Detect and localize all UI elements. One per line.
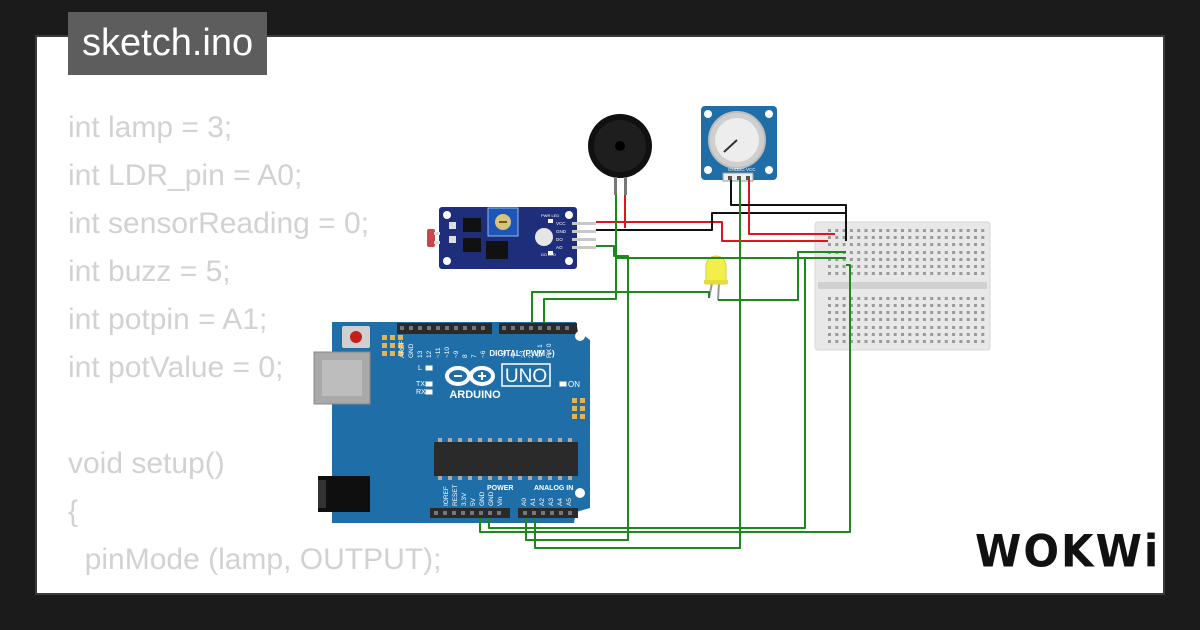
wires [479, 180, 851, 549]
code-line: int potpin = A1; [68, 303, 268, 336]
analog-pin-label: A3 [548, 498, 555, 506]
digital-pin-label: 4 [510, 354, 517, 358]
analog-pin-label: A2 [539, 498, 546, 506]
board-brand-label: ARDUINO [449, 389, 501, 401]
code-line: int LDR_pin = A0; [68, 159, 303, 192]
arduino-infinity-logo [445, 366, 495, 386]
pot-pin-label: SIG [737, 167, 745, 172]
digital-pin-label: ~9 [453, 350, 460, 358]
code-line: pinMode (buzz, OUTPUT); [68, 584, 441, 593]
ldr-power-led-label: PWR LED [541, 213, 559, 218]
ldr-pin-label: GND [556, 229, 567, 234]
digital-pin-label: ~5 [501, 350, 508, 358]
digital-pin-label: AREF [399, 341, 406, 358]
digital-pin-label: GND [408, 343, 415, 358]
wire [718, 251, 846, 301]
digital-pin-label: 7 [471, 354, 478, 358]
ldr-pin-labels: VCC GND DO AO [556, 221, 567, 250]
digital-header-label: DIGITAL (PWM ~) [489, 349, 555, 358]
analog-pin-label: A5 [566, 498, 573, 506]
wire [525, 245, 629, 541]
digital-pin-label: RX 0 [546, 343, 553, 358]
piezo-buzzer[interactable] [588, 114, 652, 195]
ldr-sensor-module[interactable]: PWR LED DO LED VCC GND DO AO [427, 207, 596, 269]
power-pin-label: IOREF [443, 486, 450, 506]
code-line: int lamp = 3; [68, 111, 233, 144]
wokwi-logo-text: WOKWi [975, 525, 1161, 578]
digital-pin-label: ~11 [435, 347, 442, 358]
power-section-label: POWER [487, 485, 513, 492]
digital-pin-label: 8 [462, 354, 469, 358]
code-line: { [68, 495, 79, 528]
digital-pin-label: ~6 [480, 350, 487, 358]
wire [531, 291, 710, 323]
pot-pin-label: GND [728, 167, 739, 172]
power-pin-label: GND [479, 491, 486, 506]
power-pin-label: GND [488, 491, 495, 506]
code-line: int potValue = 0; [68, 351, 284, 384]
led-rx-label: RX [416, 389, 426, 396]
power-pin-label: 5V [470, 497, 477, 506]
power-pin-label: RESET [452, 484, 459, 506]
wire [596, 221, 828, 242]
wire [479, 264, 851, 533]
digital-pin-label: ~3 [519, 350, 526, 358]
ldr-do-led-label: DO LED [541, 252, 556, 257]
power-pin-label: Vin [497, 496, 504, 506]
ldr-pin-label: VCC [556, 221, 566, 226]
wire [543, 195, 617, 323]
sketch-title: sketch.ino [68, 12, 268, 75]
code-preview: int lamp = 3; int LDR_pin = A0; int sensor… [68, 104, 442, 593]
analog-pin-label: A0 [521, 498, 528, 506]
digital-pin-label: 12 [426, 350, 433, 358]
ldr-pin-label: AO [556, 245, 563, 250]
digital-pin-label: TX 1 [537, 344, 544, 358]
analog-pin-label: A1 [530, 498, 537, 506]
yellow-led[interactable] [704, 255, 728, 301]
wokwi-logo: WOKWi [975, 525, 1161, 578]
code-line: int buzz = 5; [68, 255, 231, 288]
on-led-label: ON [568, 380, 580, 389]
arduino-uno-board[interactable]: UNO ARDUINO DIGITAL (PWM ~) ON L TX RX P… [313, 322, 590, 523]
code-line: void setup() [68, 447, 225, 480]
led-tx-label: TX [416, 381, 425, 388]
analog-pin-label: A4 [557, 498, 564, 506]
power-pin-label: 3.3V [461, 492, 468, 506]
ldr-pin-label: DO [556, 237, 563, 242]
pot-pin-label: VCC [746, 167, 756, 172]
wire [730, 180, 847, 223]
breadboard[interactable] [814, 221, 991, 351]
code-line: int sensorReading = 0; [68, 207, 370, 240]
analog-section-label: ANALOG IN [534, 485, 573, 492]
digital-pin-label: 13 [417, 350, 424, 358]
code-line: pinMode (lamp, OUTPUT); [68, 543, 442, 576]
wire [748, 180, 835, 235]
led-l-label: L [418, 365, 422, 372]
board-model-label: UNO [505, 366, 547, 387]
digital-pin-label: 2 [528, 354, 535, 358]
digital-pin-label: ~10 [444, 347, 451, 358]
